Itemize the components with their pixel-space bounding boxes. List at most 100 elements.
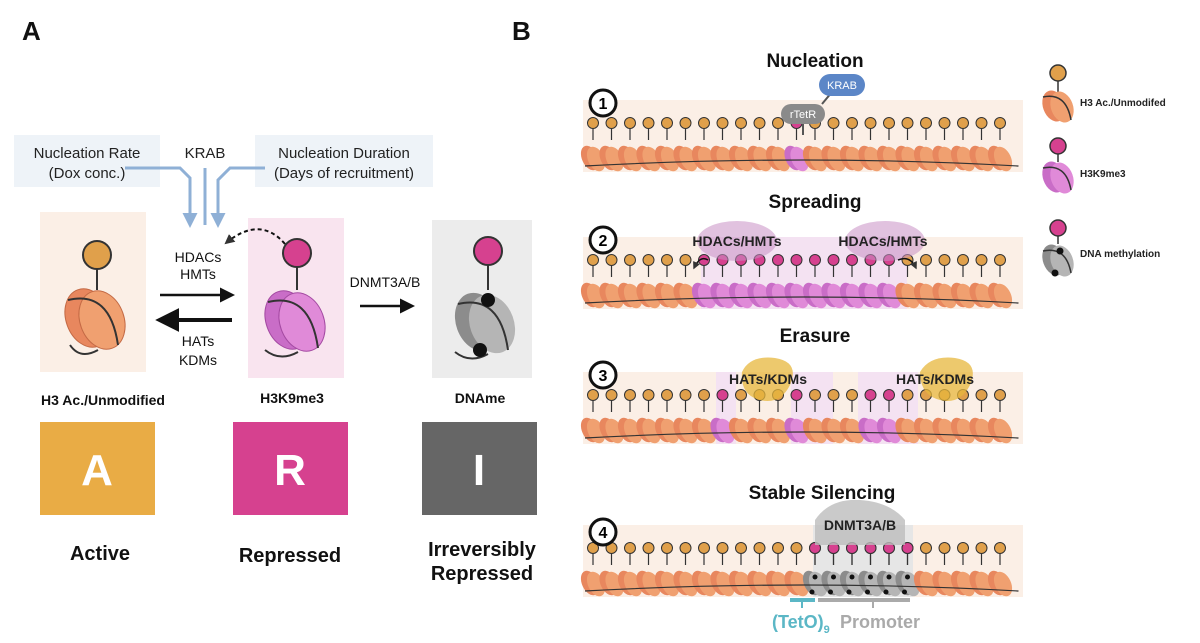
spread-arrow-right (897, 257, 917, 270)
panel-a: A Nucleation Rate (Dox conc.) KRAB Nucle… (14, 16, 537, 585)
nucleosome (802, 117, 828, 172)
hdac-label-1: HDACs/HMTs (692, 233, 781, 249)
duration-arrow (210, 166, 265, 228)
rtetr-krab-complex: rTetR KRAB (781, 74, 865, 135)
legend-label-1: H3 Ac./Unmodifed (1080, 98, 1166, 109)
nucleosome (950, 389, 976, 444)
teto-promoter-annotation: (TetO)9 Promoter (772, 598, 920, 636)
nucleosome (747, 117, 772, 172)
teto-label: (TetO) (772, 612, 824, 632)
nucleosome (913, 117, 939, 172)
word-repressed: Repressed (239, 545, 341, 567)
nucleosome (895, 254, 920, 309)
teto-subscript: 9 (824, 624, 830, 636)
nucleosome (673, 542, 698, 597)
rtetr-label: rTetR (790, 109, 816, 121)
step-1-number: 1 (588, 88, 618, 118)
nucleosome (932, 542, 957, 597)
nucleation-rate-box (14, 135, 160, 187)
feedback-arrow (224, 228, 286, 245)
hdac-blob-1 (697, 221, 777, 261)
legend-label-3: DNA methylation (1080, 249, 1160, 260)
promoter-label: Promoter (840, 612, 920, 632)
word-active: Active (70, 543, 130, 565)
legend-label-2: H3K9me3 (1080, 169, 1126, 180)
active-letter: A (81, 446, 113, 495)
hat-blob-1 (741, 357, 793, 401)
legend-dna-methylation: DNA methylation (1042, 219, 1160, 277)
rate-arrow (125, 166, 198, 228)
rev-enzyme-2: KDMs (179, 352, 217, 368)
panel-b: B Nucleation Spreading Erasure Stable Si… (512, 16, 1166, 636)
nucleosome (765, 254, 791, 309)
step-2-title: Spreading (769, 192, 862, 213)
svg-text:3: 3 (599, 368, 608, 385)
hat-label-2: HATs/KDMs (896, 371, 974, 387)
repressed-box (233, 422, 348, 515)
hdac-label-2: HDACs/HMTs (838, 233, 927, 249)
panel-a-letter: A (22, 16, 41, 46)
svg-text:2: 2 (599, 233, 608, 250)
nucleosome (765, 542, 791, 597)
nucleation-rate-title: Nucleation Rate (34, 145, 141, 162)
nucleosome (691, 389, 717, 444)
nucleation-rate-sub: (Dox conc.) (49, 165, 126, 182)
irreversible-box (422, 422, 537, 515)
word-irreversibly: Irreversibly (428, 539, 537, 561)
nucleosome (728, 117, 754, 172)
nucleosome (765, 117, 791, 172)
nucleosome (673, 389, 698, 444)
dnmt-label: DNMT3A/B (350, 274, 421, 290)
step-1-title: Nucleation (766, 51, 863, 72)
step-2-row (580, 237, 1023, 309)
step-3-number: 3 (588, 360, 618, 390)
nucleation-duration-sub: (Days of recruitment) (274, 165, 414, 182)
nucleosome (876, 389, 902, 444)
dnmt-blob (815, 499, 905, 545)
legend-h3k9me3: H3K9me3 (1042, 137, 1126, 194)
word-repressed-2: Repressed (431, 563, 533, 585)
hat-label-1: HATs/KDMs (729, 371, 807, 387)
repressed-letter: R (274, 446, 306, 495)
active-nucleosome-icon (64, 240, 126, 355)
step-4-title: Stable Silencing (749, 483, 896, 504)
nucleosome (636, 117, 661, 172)
krab-label: KRAB (185, 145, 226, 162)
krab-b-label: KRAB (827, 80, 857, 92)
svg-text:(TetO)9: (TetO)9 (772, 612, 830, 636)
hdac-blob-2 (845, 221, 925, 261)
step-1-row (580, 100, 1023, 172)
panel-b-letter: B (512, 16, 531, 46)
fwd-enzyme-2: HMTs (180, 266, 216, 282)
dnmt-b-label: DNMT3A/B (824, 517, 896, 533)
nucleation-duration-box (255, 135, 433, 187)
spread-arrow-left (693, 257, 709, 270)
nucleosome (691, 117, 717, 172)
fwd-enzyme-1: HDACs (175, 249, 222, 265)
rev-enzyme-1: HATs (182, 333, 214, 349)
svg-text:1: 1 (599, 96, 608, 113)
dname-nucleosome-icon (454, 236, 516, 360)
nucleation-duration-title: Nucleation Duration (278, 145, 410, 162)
svg-text:4: 4 (599, 525, 608, 542)
hat-blob-2 (920, 357, 973, 401)
step-3-title: Erasure (780, 326, 851, 347)
repressed-nucleosome-icon (264, 238, 326, 358)
nucleosome (913, 254, 939, 309)
state-label-dname: DNAme (455, 390, 506, 406)
step-2-number: 2 (588, 225, 618, 255)
nucleosome (932, 254, 957, 309)
irreversible-letter: I (473, 446, 485, 495)
state-label-repressed: H3K9me3 (260, 390, 324, 406)
nucleosome (839, 389, 865, 444)
state-label-active: H3 Ac./Unmodified (41, 392, 165, 408)
legend-unmodified: H3 Ac./Unmodifed (1042, 64, 1166, 123)
nucleosome (636, 389, 661, 444)
nucleosome (913, 542, 939, 597)
step-4-row (580, 525, 1023, 597)
active-box (40, 422, 155, 515)
nucleosome (913, 389, 939, 444)
nucleosome (932, 117, 957, 172)
step-4-number: 4 (588, 517, 618, 547)
nucleosome (821, 254, 846, 309)
